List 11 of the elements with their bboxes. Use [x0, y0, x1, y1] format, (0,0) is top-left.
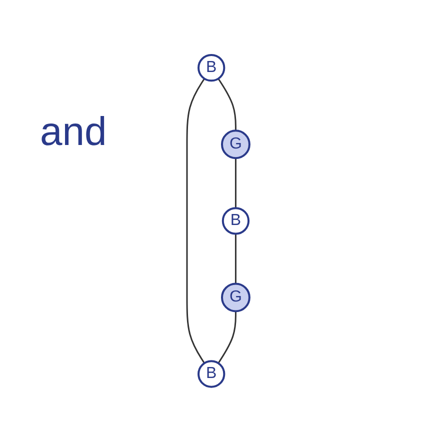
connector	[235, 234, 237, 284]
node-circle: B	[198, 54, 226, 82]
node-circle: G	[221, 130, 251, 160]
connector	[218, 311, 237, 364]
connector	[186, 78, 206, 364]
handwritten-note: and	[40, 110, 107, 155]
connector	[235, 158, 237, 208]
node-circle: B	[198, 360, 226, 388]
node-circle: G	[221, 282, 251, 312]
connector	[218, 78, 237, 131]
node-circle: B	[222, 207, 250, 235]
